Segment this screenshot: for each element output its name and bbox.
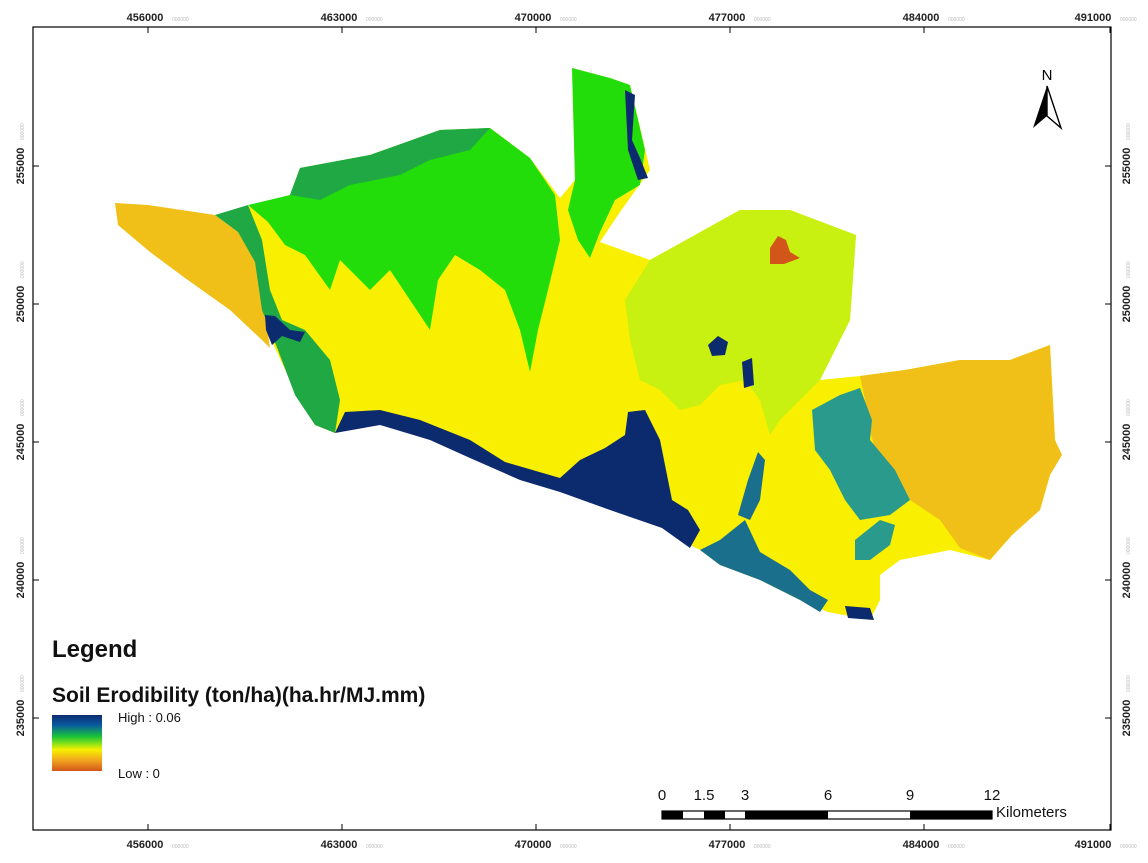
x-tick-label-bottom: 470000	[515, 839, 552, 851]
y-tick-suffix-left: 000000	[20, 261, 26, 278]
coordinate-ticks: 456000 000000 456000 000000 463000 000000 4630…	[15, 12, 1137, 851]
scale-label: 3	[740, 787, 750, 804]
legend-color-ramp	[52, 715, 102, 771]
zone-lower-orange-west	[115, 203, 270, 348]
legend-high-label: High : 0.06	[118, 710, 181, 725]
zone-very-high-coastal	[335, 410, 700, 548]
x-tick-suffix-bottom: 000000	[560, 844, 577, 850]
y-tick-suffix-left: 000000	[20, 399, 26, 416]
scale-bar	[661, 810, 993, 820]
x-tick-suffix-top: 000000	[560, 17, 577, 23]
y-tick-suffix-left: 000000	[20, 123, 26, 140]
zone-medium-low-lightgreen	[625, 210, 856, 435]
y-tick-suffix-right: 000000	[1126, 261, 1132, 278]
zone-medium-high-teal-south	[855, 520, 895, 560]
scale-label: 12	[983, 787, 1001, 804]
legend-title: Legend	[52, 636, 138, 663]
y-tick-suffix-left: 000000	[20, 675, 26, 692]
zone-medium-high-teal	[812, 388, 910, 520]
legend-layer-name: Soil Erodibility (ton/ha)(ha.hr/MJ.mm)	[52, 684, 426, 707]
x-tick-suffix-top: 000000	[948, 17, 965, 23]
y-tick-suffix-right: 000000	[1126, 537, 1132, 554]
x-tick-suffix-bottom: 000000	[948, 844, 965, 850]
soil-erodibility-raster	[115, 68, 1062, 620]
y-tick-label-left: 245000	[15, 424, 27, 461]
y-tick-label-right: 255000	[1121, 148, 1133, 185]
zone-very-high-spot-1	[708, 336, 728, 356]
y-tick-suffix-left: 000000	[20, 537, 26, 554]
x-tick-suffix-top: 000000	[172, 17, 189, 23]
zone-very-high-north-edge	[625, 90, 648, 180]
zone-medium-green-ridge	[290, 128, 490, 200]
x-tick-label-top: 477000	[709, 12, 746, 24]
zone-very-high-spot-2	[742, 358, 754, 388]
zone-medium-mid-green-protrusion	[568, 68, 645, 258]
zone-high-blue-southeast	[700, 520, 828, 612]
zone-very-high-spot-west	[265, 315, 305, 345]
y-tick-label-left: 235000	[15, 700, 27, 737]
y-tick-label-right: 250000	[1121, 286, 1133, 323]
zone-lowest-red-spot	[770, 236, 800, 264]
x-tick-label-top: 491000	[1075, 12, 1112, 24]
x-tick-suffix-top: 000000	[1120, 17, 1137, 23]
y-tick-label-left: 250000	[15, 286, 27, 323]
x-tick-label-top: 463000	[321, 12, 358, 24]
north-label: N	[1042, 67, 1053, 84]
y-tick-label-right: 245000	[1121, 424, 1133, 461]
x-tick-label-bottom: 484000	[903, 839, 940, 851]
zone-lower-orange-east	[860, 345, 1062, 560]
y-tick-label-left: 240000	[15, 562, 27, 599]
scale-label: 1.5	[693, 787, 715, 804]
y-tick-label-right: 240000	[1121, 562, 1133, 599]
scale-label: 9	[905, 787, 915, 804]
x-tick-suffix-top: 000000	[754, 17, 771, 23]
x-tick-label-bottom: 477000	[709, 839, 746, 851]
zone-very-high-spot-south	[845, 606, 874, 620]
x-tick-suffix-bottom: 000000	[366, 844, 383, 850]
y-tick-suffix-right: 000000	[1126, 399, 1132, 416]
x-tick-suffix-bottom: 000000	[1120, 844, 1137, 850]
scale-label: 6	[823, 787, 833, 804]
x-tick-label-top: 484000	[903, 12, 940, 24]
x-tick-label-bottom: 456000	[127, 839, 164, 851]
legend-low-label: Low : 0	[118, 766, 160, 781]
x-tick-suffix-bottom: 000000	[754, 844, 771, 850]
x-tick-label-top: 456000	[127, 12, 164, 24]
x-tick-label-top: 470000	[515, 12, 552, 24]
x-tick-label-bottom: 491000	[1075, 839, 1112, 851]
y-tick-suffix-right: 000000	[1126, 123, 1132, 140]
map-frame	[32, 26, 1112, 831]
scale-unit: Kilometers	[996, 804, 1067, 821]
y-tick-label-left: 255000	[15, 148, 27, 185]
y-tick-label-right: 235000	[1121, 700, 1133, 737]
scale-label: 0	[657, 787, 667, 804]
north-arrow	[1033, 85, 1063, 131]
y-tick-suffix-right: 000000	[1126, 675, 1132, 692]
x-tick-suffix-top: 000000	[366, 17, 383, 23]
x-tick-suffix-bottom: 000000	[172, 844, 189, 850]
zone-high-blue-ridge	[738, 452, 765, 520]
x-tick-label-bottom: 463000	[321, 839, 358, 851]
